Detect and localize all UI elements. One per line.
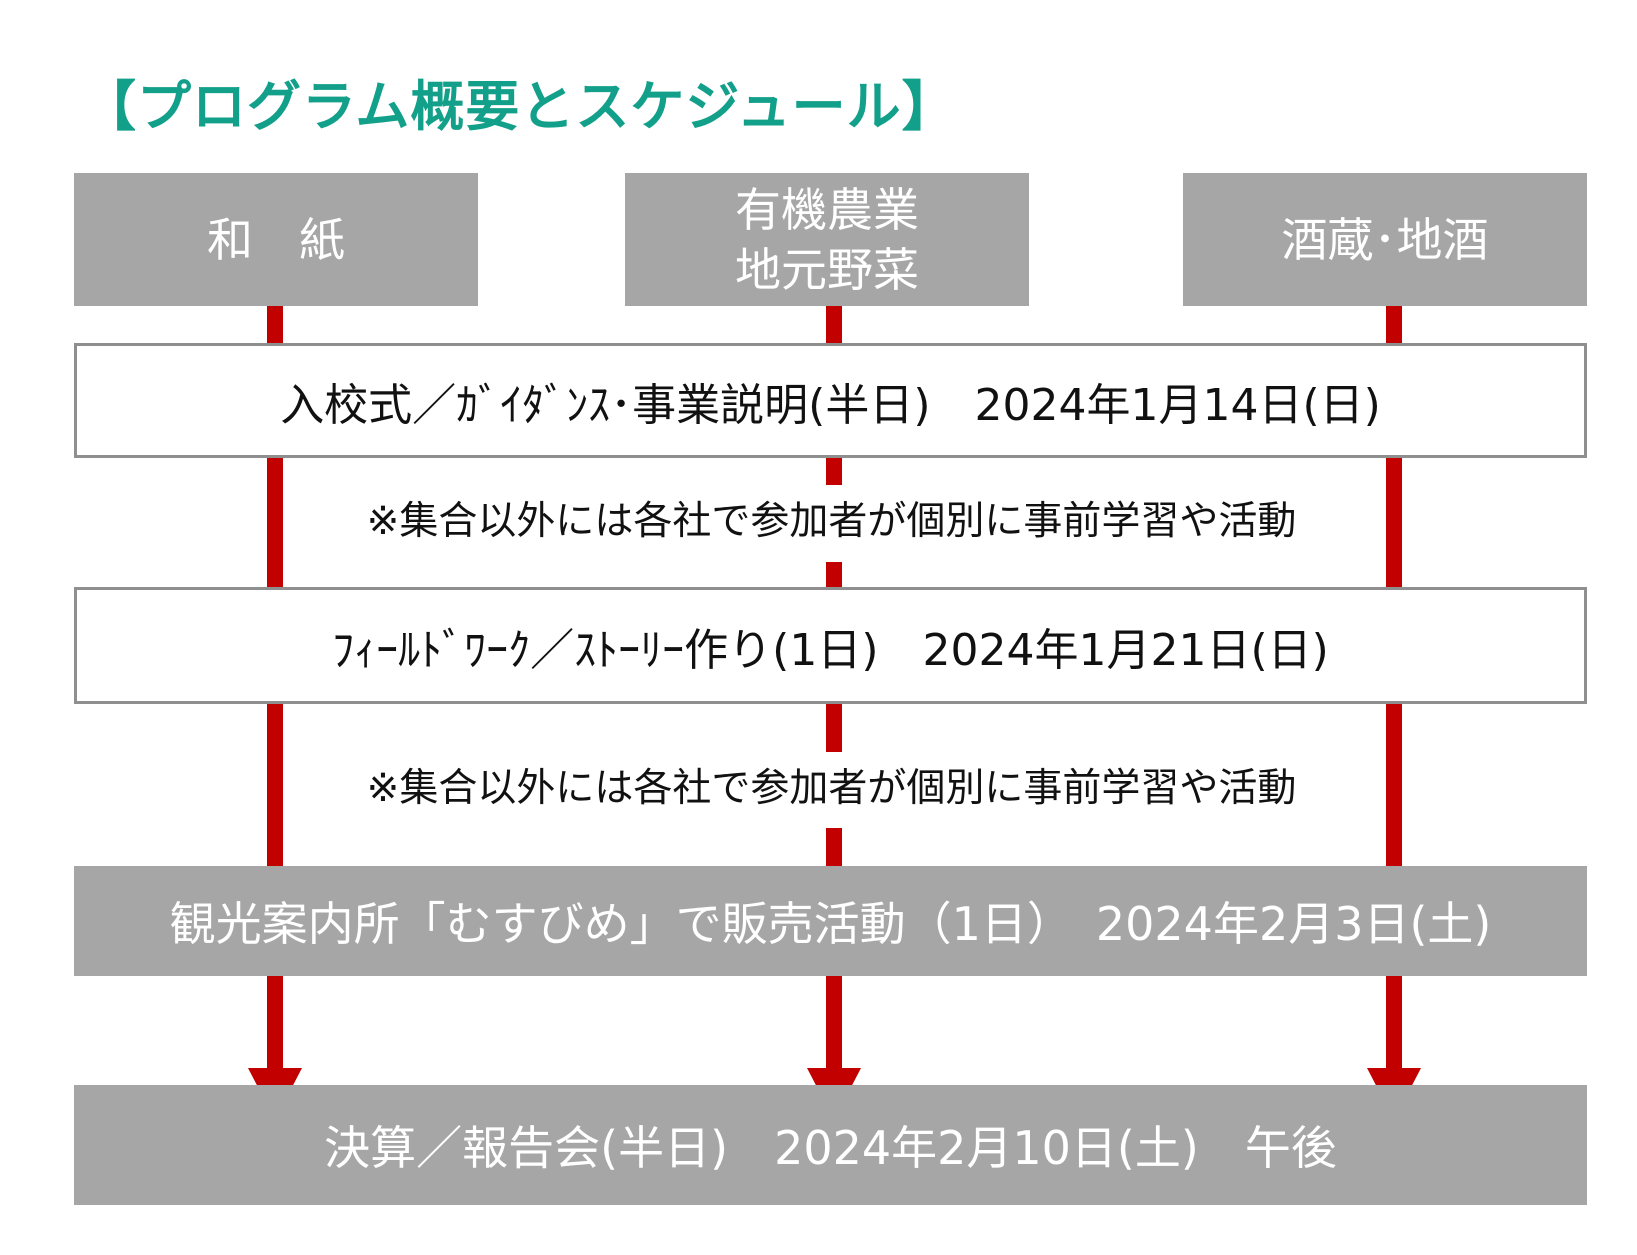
step-orientation: 入校式／ｶﾞｲﾀﾞﾝｽ･事業説明(半日) 2024年1月14日(日) (74, 343, 1587, 458)
column-header-sake: 酒蔵･地酒 (1183, 173, 1587, 306)
column-header-organic: 有機農業 地元野菜 (625, 173, 1029, 306)
step-label: ﾌｨｰﾙﾄﾞﾜｰｸ／ｽﾄｰﾘｰ作り(1日) 2024年1月21日(日) (332, 624, 1329, 676)
column-header-line: 和 紙 (207, 212, 345, 267)
note-band: ※集合以外には各社で参加者が個別に事前学習や活動 (284, 485, 1379, 551)
page-title: 【プログラム概要とスケジュール】 (82, 75, 957, 138)
note-text: ※集合以外には各社で参加者が個別に事前学習や活動 (366, 499, 1297, 544)
step-label: 決算／報告会(半日) 2024年2月10日(土) 午後 (324, 1121, 1337, 1175)
column-header-line: 有機農業 (735, 182, 919, 237)
step-label: 入校式／ｶﾞｲﾀﾞﾝｽ･事業説明(半日) 2024年1月14日(日) (280, 379, 1381, 431)
column-header-washi: 和 紙 (74, 173, 478, 306)
note-band: ※集合以外には各社で参加者が個別に事前学習や活動 (284, 752, 1379, 818)
step-sales: 観光案内所「むすびめ」で販売活動（1日） 2024年2月3日(土) (74, 866, 1587, 976)
column-header-line: 地元野菜 (735, 242, 919, 297)
step-report: 決算／報告会(半日) 2024年2月10日(土) 午後 (74, 1085, 1587, 1205)
step-label: 観光案内所「むすびめ」で販売活動（1日） 2024年2月3日(土) (169, 897, 1492, 951)
note-text: ※集合以外には各社で参加者が個別に事前学習や活動 (366, 766, 1297, 811)
step-fieldwork: ﾌｨｰﾙﾄﾞﾜｰｸ／ｽﾄｰﾘｰ作り(1日) 2024年1月21日(日) (74, 587, 1587, 704)
column-header-line: 酒蔵･地酒 (1281, 212, 1489, 267)
